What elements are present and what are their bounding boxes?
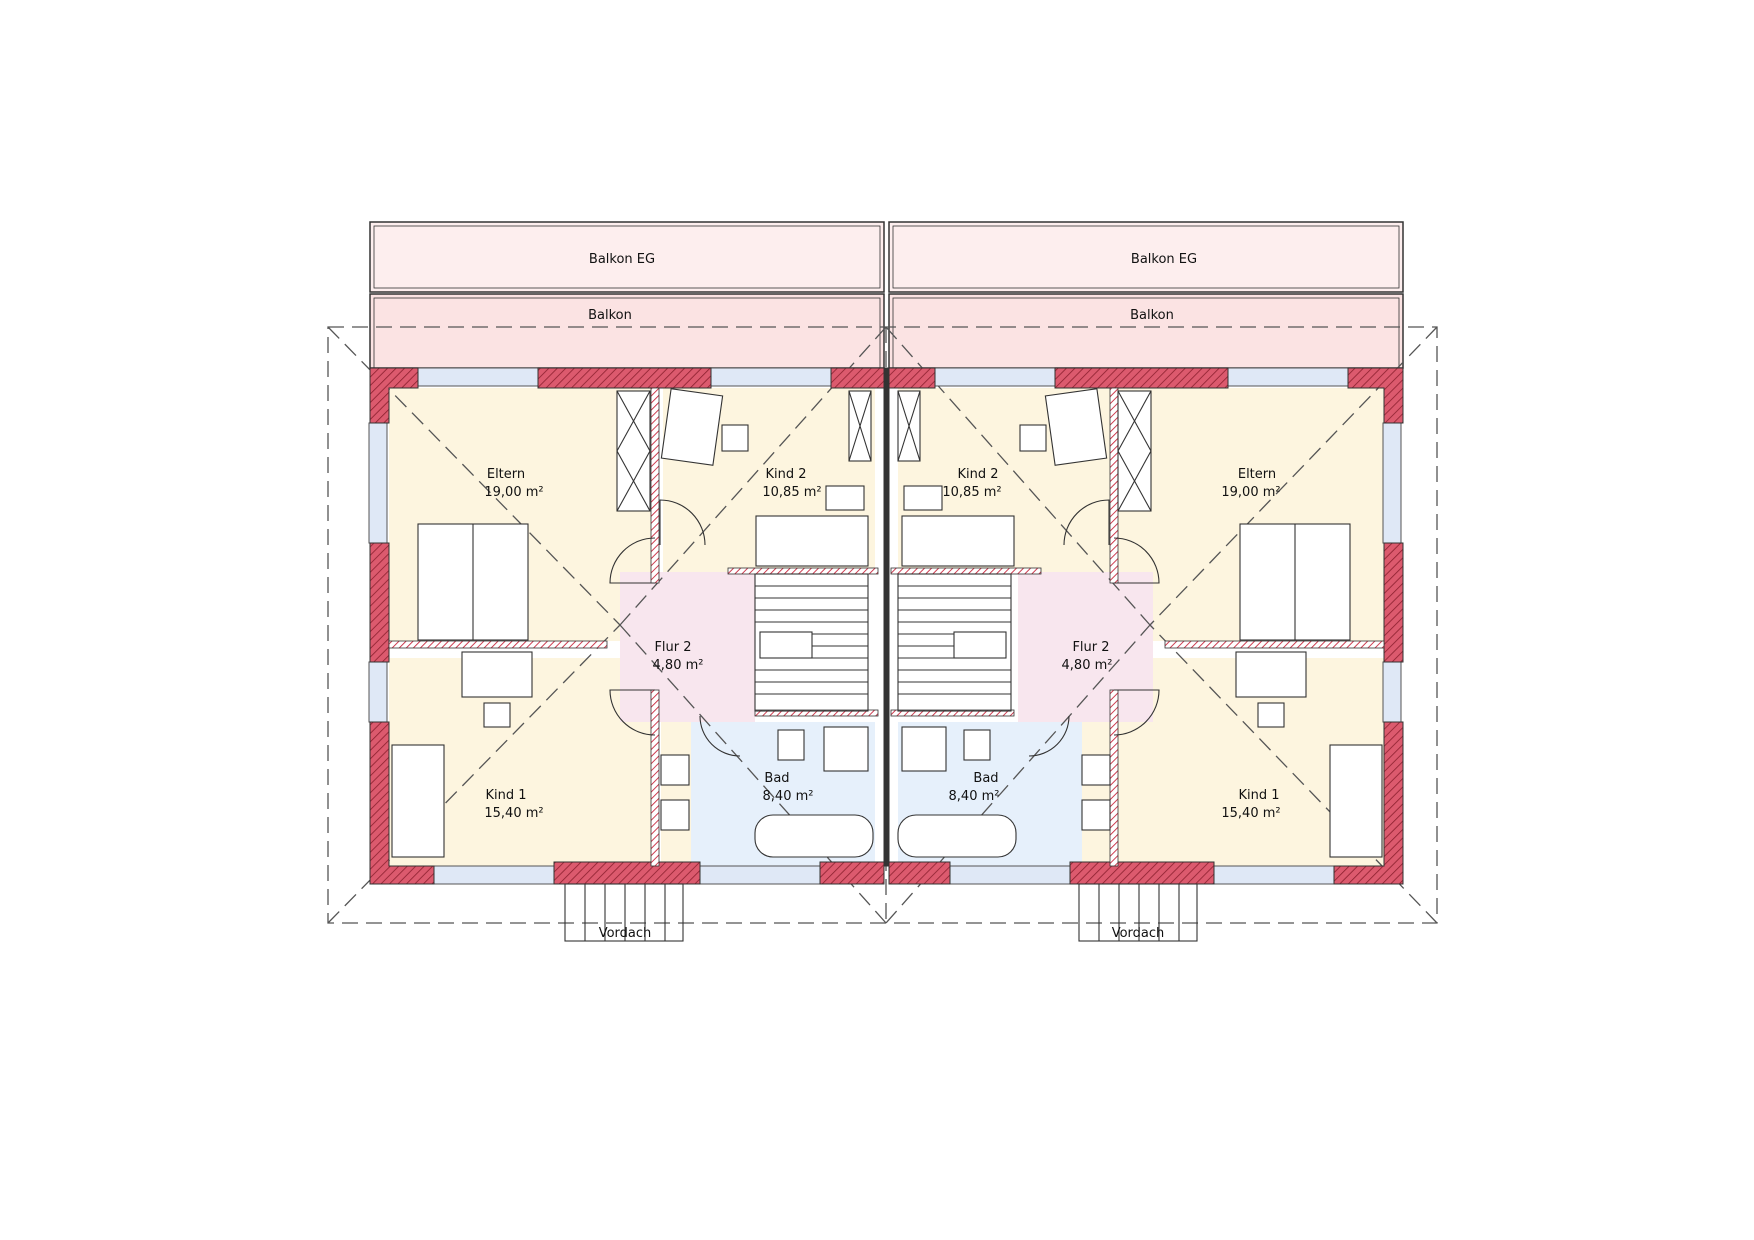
room-kind2-area: 10,85 m² (942, 485, 1001, 500)
room-eltern-area: 19,00 m² (1221, 485, 1280, 500)
room-bad-area: 8,40 m² (949, 789, 1000, 804)
room-kind2-name: Kind 2 (957, 467, 998, 482)
room-flur2-area: 4,80 m² (653, 658, 704, 673)
exterior-walls (369, 367, 1404, 885)
room-eltern-area: 19,00 m² (484, 485, 543, 500)
furniture (391, 388, 1383, 858)
balkon-eg-label: Balkon EG (589, 252, 655, 267)
room-kind1-name: Kind 1 (1238, 788, 1279, 803)
room-kind2-name: Kind 2 (765, 467, 806, 482)
unit-right-labels: Balkon EG Balkon Eltern 19,00 m² Kind 2 … (942, 252, 1280, 941)
room-eltern-name: Eltern (1238, 467, 1276, 482)
room-kind2-area: 10,85 m² (762, 485, 821, 500)
interior-walls (388, 387, 1385, 867)
vordach-label: Vordach (599, 926, 652, 941)
roof-outline (327, 326, 1438, 924)
doors (609, 499, 1160, 757)
vordach-label: Vordach (1112, 926, 1165, 941)
room-bad-name: Bad (973, 771, 998, 786)
staircases (754, 573, 1012, 712)
room-kind1-area: 15,40 m² (484, 806, 543, 821)
room-eltern-name: Eltern (487, 467, 525, 482)
room-kind1-area: 15,40 m² (1221, 806, 1280, 821)
room-flur2-name: Flur 2 (654, 640, 691, 655)
room-flur2-area: 4,80 m² (1062, 658, 1113, 673)
balkon-label: Balkon (1130, 308, 1174, 323)
room-flur2-name: Flur 2 (1072, 640, 1109, 655)
room-bad-area: 8,40 m² (763, 789, 814, 804)
room-kind1-name: Kind 1 (485, 788, 526, 803)
balconies (369, 221, 1404, 369)
vordach (564, 883, 1198, 942)
unit-left-labels: Balkon EG Balkon Eltern 19,00 m² Kind 2 … (484, 252, 821, 941)
balkon-label: Balkon (588, 308, 632, 323)
balkon-eg-label: Balkon EG (1131, 252, 1197, 267)
room-bad-name: Bad (764, 771, 789, 786)
